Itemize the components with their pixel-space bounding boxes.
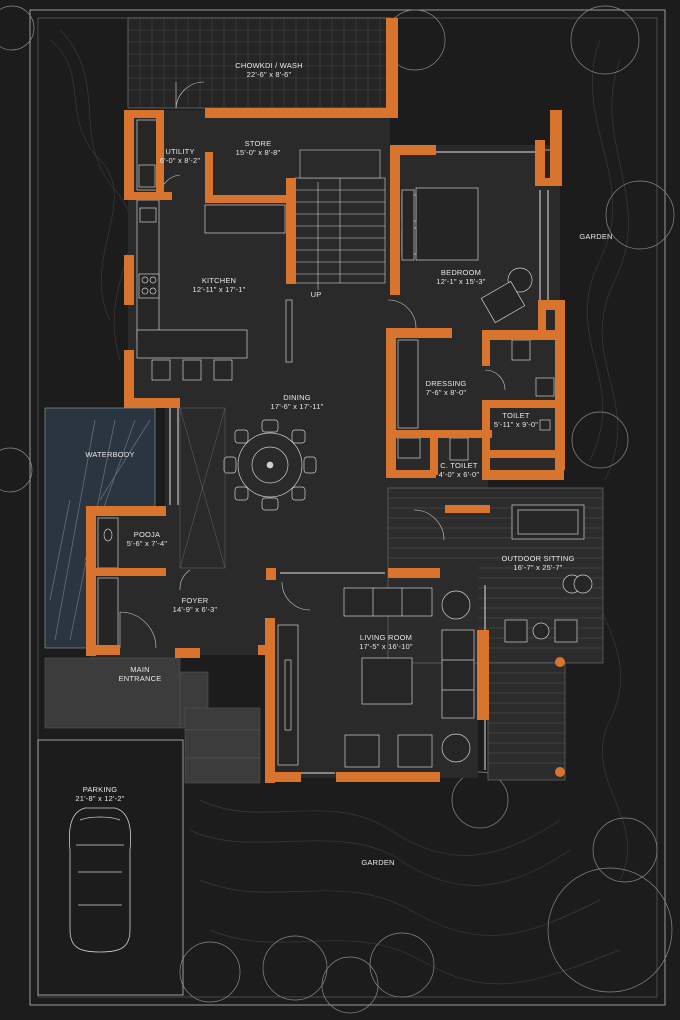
label-stair-up: UP — [310, 290, 322, 299]
room-label-parking: PARKING 21'-8" x 12'-2" — [75, 785, 124, 803]
room-label-chowkdi: CHOWKDI / WASH 22'-6" x 8'-6" — [235, 61, 303, 79]
room-name: CHOWKDI / WASH — [235, 61, 303, 70]
room-name: DRESSING — [425, 379, 467, 388]
room-label-foyer: FOYER 14'-9" x 6'-3" — [173, 596, 218, 614]
room-name: LIVING ROOM — [359, 633, 413, 642]
room-label-toilet: TOILET 5'-11" x 9'-0" — [494, 411, 538, 429]
room-name: KITCHEN — [201, 276, 237, 285]
walls — [86, 18, 565, 783]
label-waterbody: WATERBODY — [85, 450, 135, 459]
site-boundary — [29, 9, 666, 1006]
room-dimension: 4'-0" x 6'-0" — [438, 470, 480, 479]
room-name: STORE — [244, 139, 272, 148]
parking-pad — [37, 739, 184, 996]
staircase — [294, 149, 386, 290]
bedroom-furniture — [401, 149, 558, 324]
pooja-fixtures — [97, 517, 119, 649]
room-name: UTILITY — [165, 147, 195, 156]
label-entrance: ENTRANCE — [118, 674, 162, 683]
room-dimension: 5'-6" x 7'-4" — [126, 539, 168, 548]
room-dimension: 5'-11" x 9'-0" — [493, 420, 539, 429]
label-garden-bottom: GARDEN — [361, 858, 395, 867]
room-label-bedroom: BEDROOM 12'-1" x 15'-3" — [436, 268, 485, 286]
room-dimension: 12'-11" x 17'-1" — [192, 285, 246, 294]
contour-lines — [49, 29, 629, 985]
room-label-store: STORE 15'-0" x 8'-8" — [236, 139, 281, 157]
room-dimension: 12'-1" x 15'-3" — [436, 277, 486, 286]
room-name: OUTDOOR SITTING — [501, 554, 575, 563]
room-label-living: LIVING ROOM 17'-5" x 16'-10" — [359, 633, 413, 651]
room-dimension: 22'-6" x 8'-6" — [246, 70, 292, 79]
room-dimension: 16'-7" x 25'-7" — [513, 563, 563, 572]
room-label-dressing: DRESSING 7'-6" x 8'-0" — [426, 379, 467, 397]
room-dimension: 17'-5" x 16'-10" — [359, 642, 413, 651]
room-label-kitchen: KITCHEN 12'-11" x 17'-1" — [193, 276, 246, 294]
entrance-steps — [44, 657, 261, 784]
void-markings — [179, 407, 226, 569]
trees — [0, 5, 675, 1014]
room-label-utility: UTILITY 6'-0" x 8'-2" — [160, 147, 200, 165]
chowkdi-grid — [127, 17, 391, 109]
dining-table — [223, 419, 317, 511]
room-dimension: 21'-8" x 12'-2" — [75, 794, 125, 803]
room-dimension: 15'-0" x 8'-8" — [235, 148, 281, 157]
car-icon — [68, 807, 132, 953]
label-main-entrance: MAIN ENTRANCE — [119, 665, 162, 683]
label-main: MAIN — [130, 665, 150, 674]
room-name: BEDROOM — [440, 268, 482, 277]
room-label-dining: DINING 17'-6" x 17'-11" — [271, 393, 324, 411]
room-label-pooja: POOJA 5'-6" x 7'-4" — [127, 530, 167, 548]
room-dimension: 14'-9" x 6'-3" — [172, 605, 218, 614]
room-name: DINING — [283, 393, 311, 402]
kitchen-counter — [136, 119, 293, 381]
room-dimension: 17'-6" x 17'-11" — [270, 402, 324, 411]
doors — [119, 81, 506, 649]
living-furniture — [277, 587, 475, 768]
room-name: PARKING — [82, 785, 118, 794]
room-name: FOYER — [181, 596, 209, 605]
room-label-ctoilet: C. TOILET 4'-0" x 6'-0" — [439, 461, 479, 479]
windows — [169, 151, 549, 774]
room-name: POOJA — [133, 530, 161, 539]
outdoor-furniture — [504, 504, 593, 777]
toilet-fixtures — [397, 339, 555, 461]
room-dimension: 7'-6" x 8'-0" — [425, 388, 467, 397]
room-dimension: 6'-0" x 8'-2" — [159, 156, 201, 165]
label-garden-right: GARDEN — [579, 232, 613, 241]
room-name: TOILET — [502, 411, 530, 420]
room-label-outdoor: OUTDOOR SITTING 16'-7" x 25'-7" — [502, 554, 575, 572]
room-name: C. TOILET — [440, 461, 478, 470]
